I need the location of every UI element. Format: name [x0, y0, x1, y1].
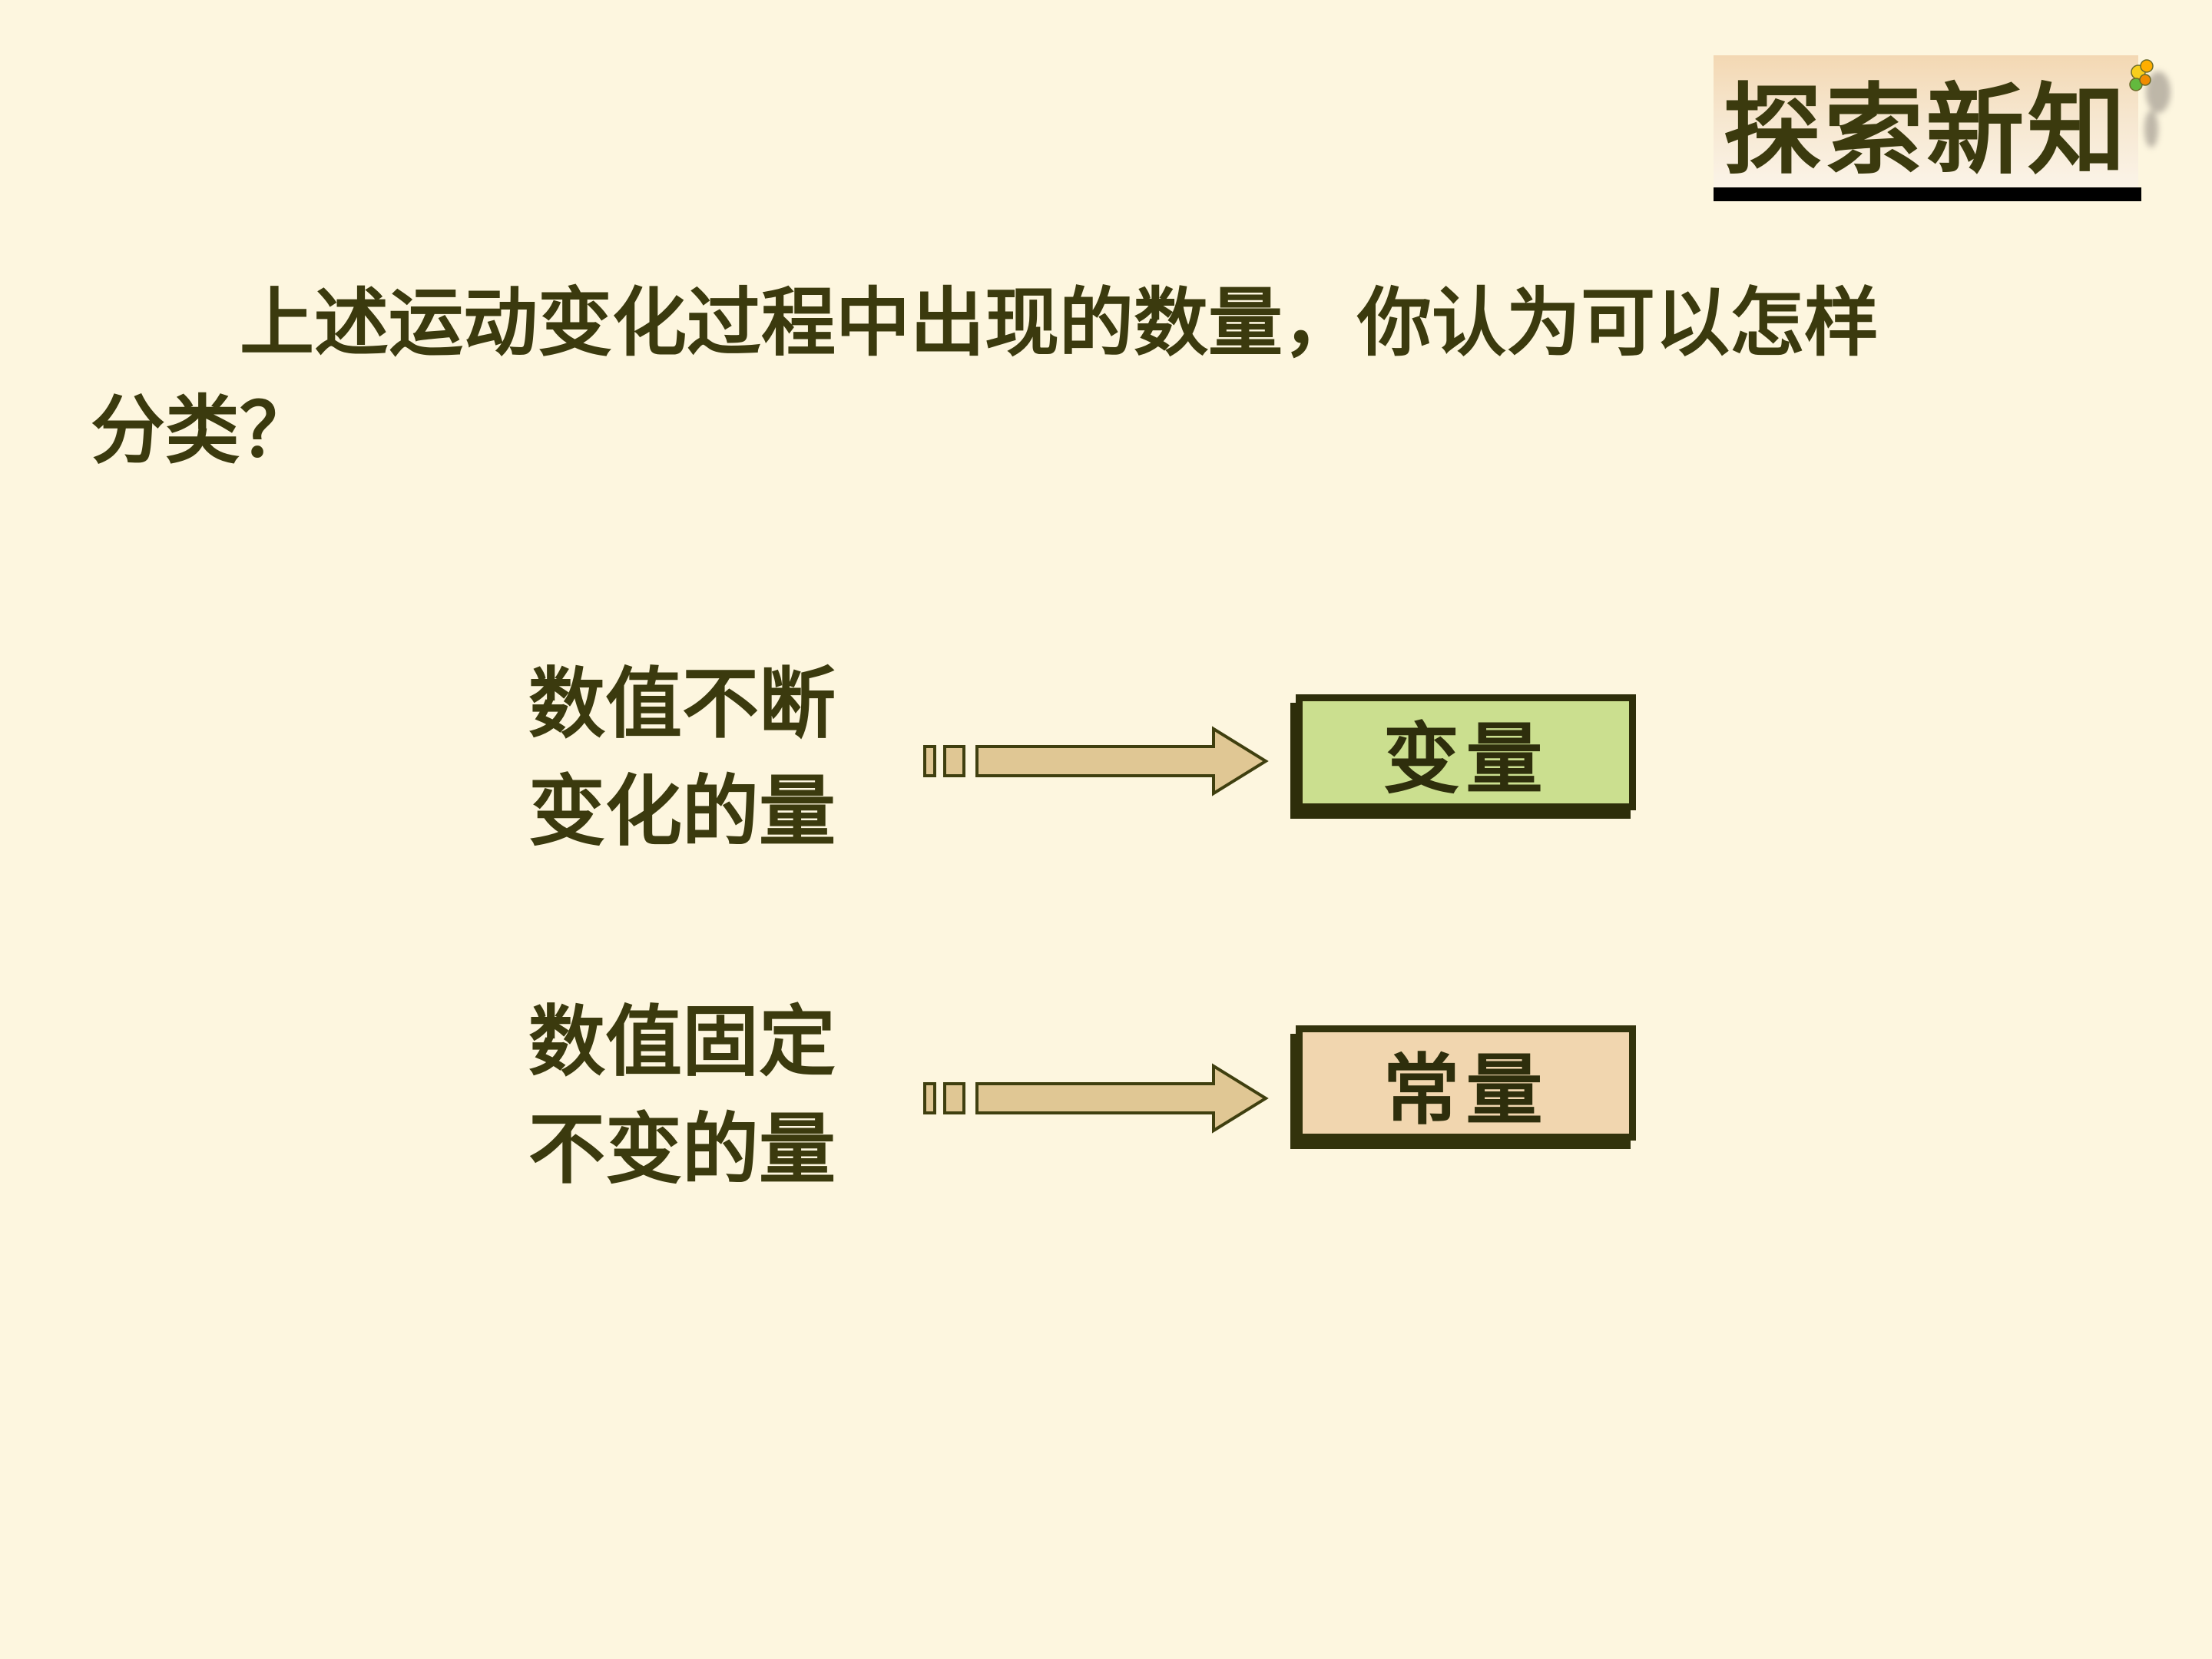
variable-description-label: 数值不断 变化的量	[528, 651, 836, 866]
leaf-cluster-icon	[2129, 59, 2171, 147]
constant-description-line-1: 数值固定	[528, 1000, 836, 1085]
header-title: 探索新知	[1723, 76, 2129, 186]
question-text: 上述运动变化过程中出现的数量，你认为可以怎样 分类？	[91, 270, 1879, 485]
variable-description-line-1: 数值不断	[528, 662, 836, 747]
striped-right-arrow-icon	[923, 1063, 1269, 1134]
constant-result-label: 常量	[1382, 1048, 1549, 1134]
question-line-2: 分类？	[91, 390, 314, 472]
constant-result-box: 常量	[1296, 1025, 1636, 1141]
variable-result-label: 变量	[1382, 717, 1549, 803]
striped-right-arrow-icon	[923, 726, 1269, 796]
constant-description-line-2: 不变的量	[528, 1108, 836, 1193]
variable-description-line-2: 变化的量	[528, 770, 836, 855]
question-line-1: 上述运动变化过程中出现的数量，你认为可以怎样	[240, 283, 1879, 365]
header-underline	[1714, 187, 2141, 201]
header-banner: 探索新知	[1714, 55, 2138, 187]
constant-description-label: 数值固定 不变的量	[528, 989, 836, 1204]
variable-result-box: 变量	[1296, 694, 1636, 810]
